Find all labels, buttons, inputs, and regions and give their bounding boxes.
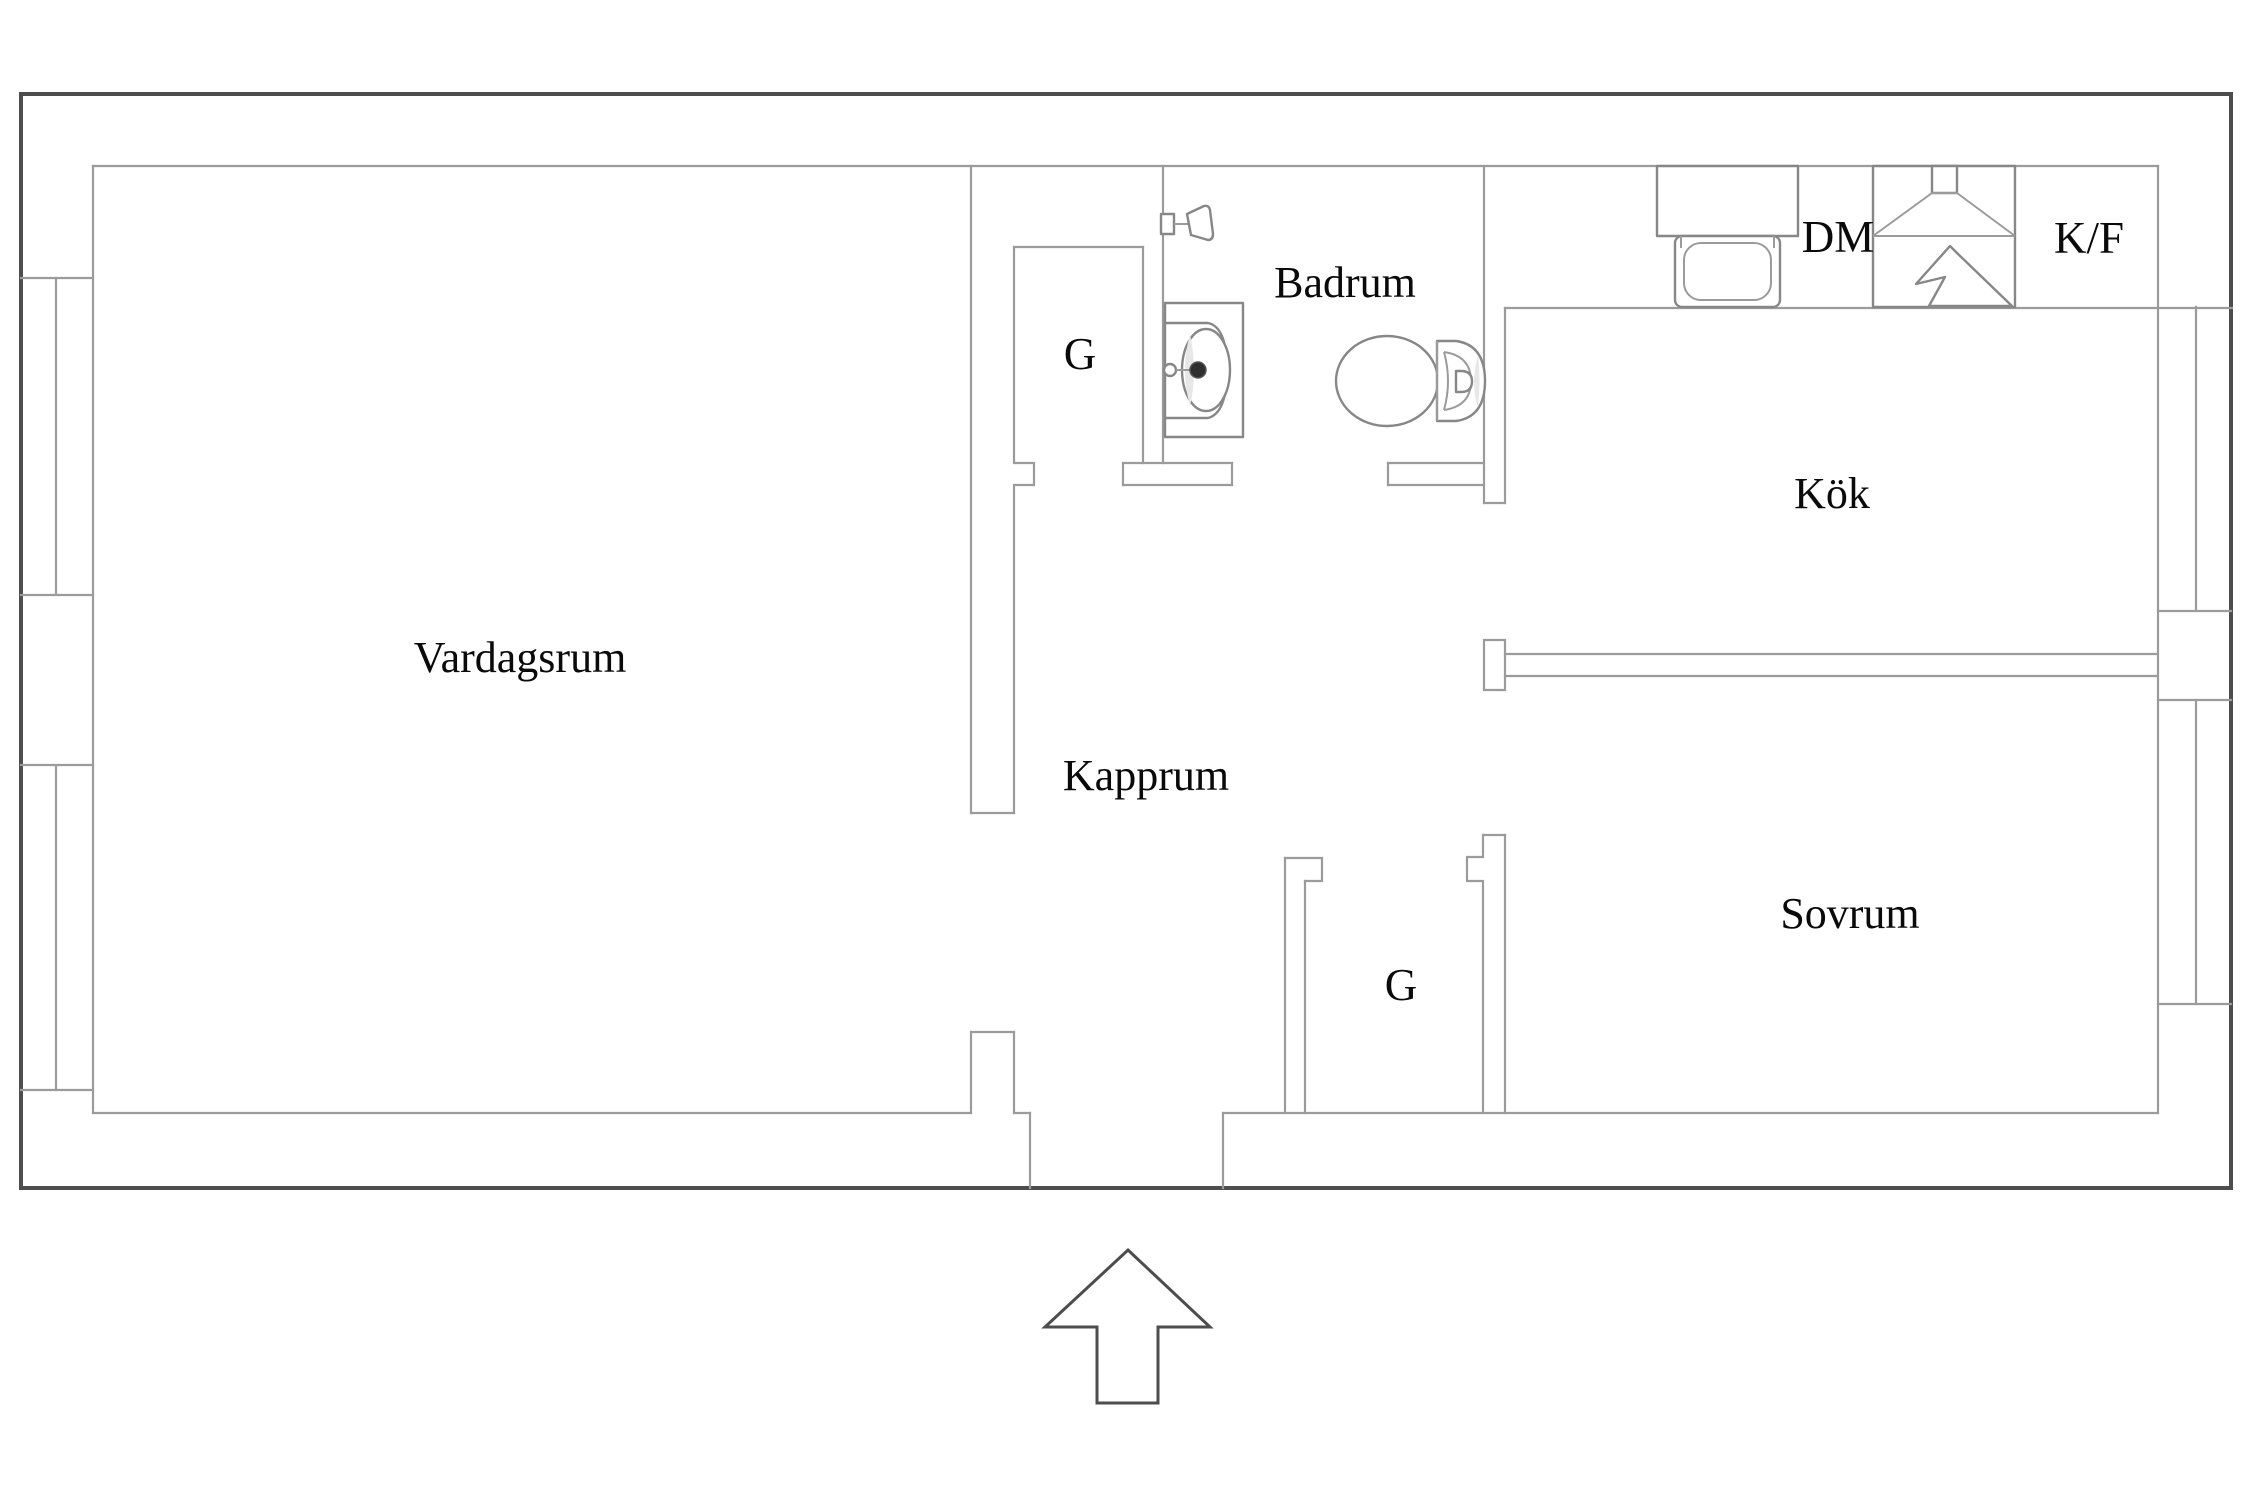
room-label-kapprum: Kapprum	[1063, 751, 1229, 800]
closet-label-top: G	[1064, 329, 1097, 379]
window-icon-right-upper	[2156, 305, 2233, 613]
room-label-vardagsrum: Vardagsrum	[414, 633, 627, 682]
closet-label-bottom: G	[1385, 960, 1418, 1010]
appliance-label-dishwasher: DM	[1802, 212, 1875, 262]
outer-wall	[19, 92, 2233, 1190]
appliance-label-fridge-freezer: K/F	[2054, 213, 2124, 263]
kitchen-sink-icon	[1655, 164, 1800, 309]
washbasin-icon	[1162, 301, 1245, 439]
stove-hood-icon	[1871, 164, 2017, 309]
entrance-arrow-icon	[1041, 1247, 1214, 1405]
window-icon-right-lower	[2156, 698, 2233, 1006]
window-icon-left-upper	[19, 276, 95, 597]
window-icon-left-lower	[19, 763, 95, 1092]
shower-icon	[1159, 204, 1215, 242]
interior-walls	[91, 164, 2234, 1190]
room-label-badrum: Badrum	[1274, 258, 1416, 307]
room-label-kok: Kök	[1794, 469, 1870, 518]
toilet-icon	[1334, 334, 1487, 428]
room-label-sovrum: Sovrum	[1780, 889, 1919, 938]
